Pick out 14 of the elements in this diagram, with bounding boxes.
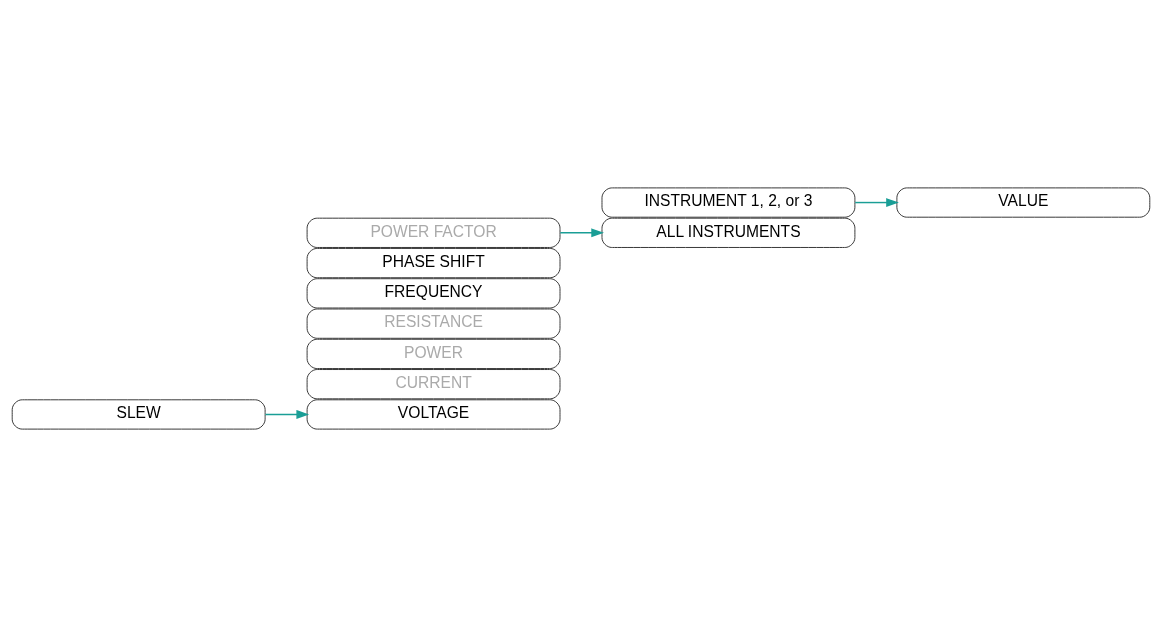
node-box: FREQUENCY [306,278,561,309]
node-box: CURRENT [306,369,561,400]
arrow [559,228,604,238]
arrow [854,198,899,207]
node-box: VOLTAGE [306,399,561,430]
node-box: INSTRUMENT 1, 2, or 3 [601,187,856,218]
node-box: RESISTANCE [306,308,561,339]
node-box: ALL INSTRUMENTS [601,217,856,248]
node-box: POWER FACTOR [306,217,561,248]
node-box: POWER [306,338,561,370]
node-box: PHASE SHIFT [306,247,561,279]
arrow [264,410,310,419]
node-box: VALUE [896,187,1151,218]
node-box: SLEW [11,399,266,430]
